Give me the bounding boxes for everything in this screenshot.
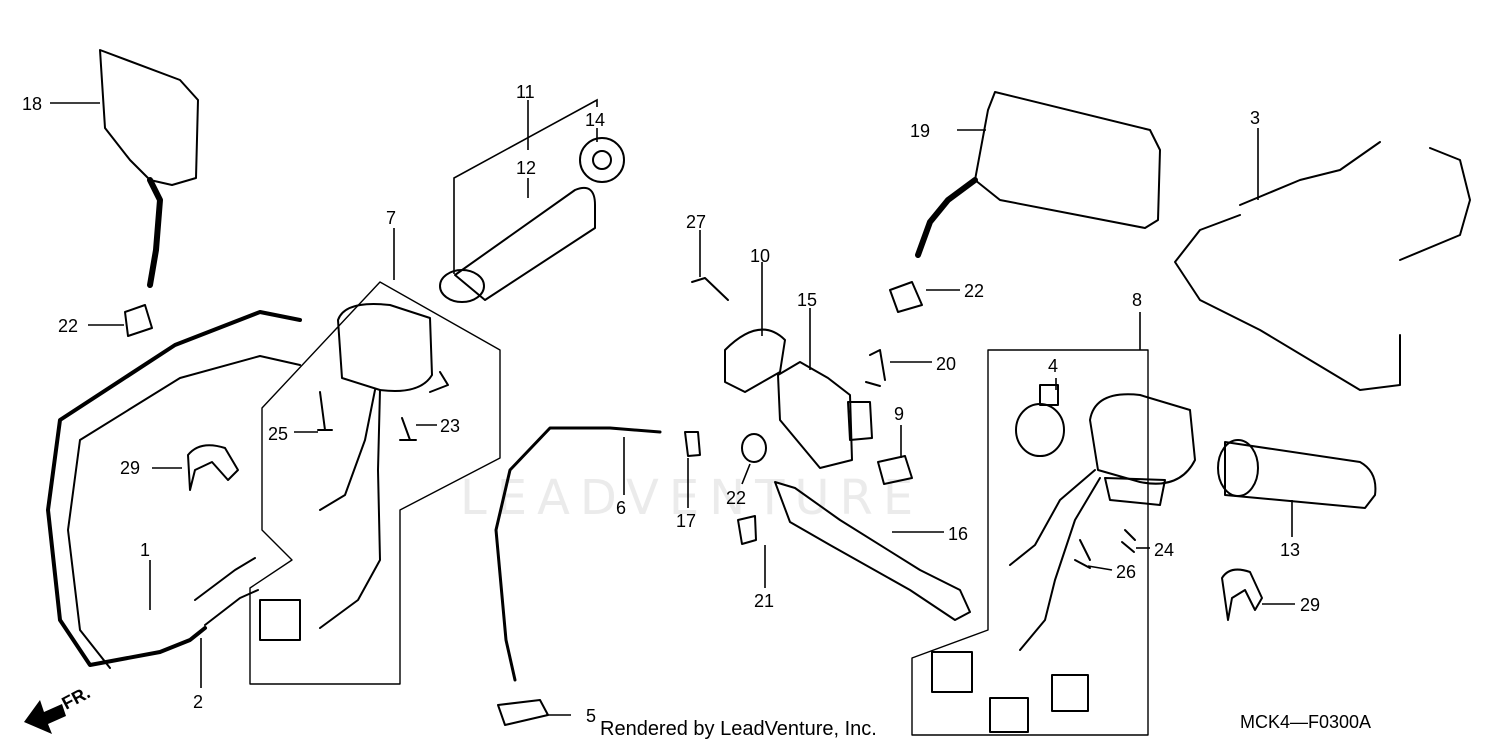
left-mirror xyxy=(99,49,199,288)
right-handlebar-switch xyxy=(1009,393,1196,651)
callout-3: 3 xyxy=(1250,108,1260,128)
cable-grommet xyxy=(497,699,549,726)
callout-21: 21 xyxy=(754,591,774,611)
callout-9: 9 xyxy=(894,404,904,424)
handlebar-holder-clamp xyxy=(724,328,786,393)
callouts: 18 22 1 2 11 12 14 7 23 25 29 6 5 27 10 … xyxy=(22,82,1320,726)
callout-22-right: 22 xyxy=(964,281,984,301)
left-handlebar-switch xyxy=(319,303,449,629)
callout-14: 14 xyxy=(585,110,605,130)
left-connector xyxy=(259,599,301,641)
throttle-cables xyxy=(46,310,302,669)
left-switch-group-bracket xyxy=(249,281,501,685)
watermark: LEADVENTURE xyxy=(460,470,924,526)
callout-20: 20 xyxy=(936,354,956,374)
screw-24 xyxy=(399,417,417,441)
grip-end-cap xyxy=(579,137,625,183)
callout-13: 13 xyxy=(1280,540,1300,560)
callout-4: 4 xyxy=(1048,356,1058,376)
clutch-lever-bracket xyxy=(777,361,853,469)
callout-8: 8 xyxy=(1132,290,1142,310)
screw-26 xyxy=(317,391,333,431)
right-handlebar-grip xyxy=(1217,439,1377,509)
screw-27 xyxy=(1074,539,1091,569)
callout-16: 16 xyxy=(948,524,968,544)
callout-22-left: 22 xyxy=(58,316,78,336)
front-direction-arrow: FR. xyxy=(24,682,93,734)
right-connector-b xyxy=(989,697,1029,733)
right-switch-group-bracket xyxy=(911,349,1149,736)
front-direction-label: FR. xyxy=(58,682,93,713)
callout-12: 12 xyxy=(516,158,536,178)
leader-lines xyxy=(50,98,1295,716)
callout-25: 24 xyxy=(1154,540,1174,560)
callout-17: 17 xyxy=(676,511,696,531)
callout-2: 2 xyxy=(193,692,203,712)
callout-28: 27 xyxy=(686,212,706,232)
callout-1: 1 xyxy=(140,540,150,560)
bolt-28 xyxy=(691,277,729,301)
callout-6: 6 xyxy=(616,498,626,518)
screw-21 xyxy=(737,515,757,545)
switch-knob xyxy=(1015,384,1065,457)
callout-29-right: 29 xyxy=(1300,595,1320,615)
left-bar-end-weight xyxy=(124,304,153,337)
callout-7: 7 xyxy=(386,208,396,228)
callout-24: 23 xyxy=(440,416,460,436)
rendered-by-credit: Rendered by LeadVenture, Inc. xyxy=(600,718,877,740)
callout-5: 5 xyxy=(586,706,596,726)
callout-10: 10 xyxy=(750,246,770,266)
callout-27: 26 xyxy=(1116,562,1136,582)
callout-18: 18 xyxy=(22,94,42,114)
callout-15: 15 xyxy=(797,290,817,310)
callout-23: 22 xyxy=(726,488,746,508)
callout-19: 19 xyxy=(910,121,930,141)
throttle-grip xyxy=(439,186,596,303)
screw-20 xyxy=(865,349,886,387)
clutch-switch xyxy=(877,455,913,485)
clutch-cable xyxy=(494,426,662,682)
clutch-lever xyxy=(774,481,971,621)
choke-cable xyxy=(1174,141,1471,391)
callout-29-left: 29 xyxy=(120,458,140,478)
right-connector-c xyxy=(1051,674,1089,712)
callout-26: 25 xyxy=(268,424,288,444)
right-bar-end-weight xyxy=(889,281,923,313)
right-wire-clamp xyxy=(1221,568,1263,621)
screw-25 xyxy=(1121,529,1136,553)
right-connector-a xyxy=(931,651,973,693)
adjuster-23 xyxy=(741,433,767,463)
left-wire-clamp xyxy=(187,444,239,491)
callout-11: 11 xyxy=(516,82,535,102)
bracket-boss xyxy=(847,401,873,441)
bolt-17 xyxy=(684,431,701,457)
diagram-code: MCK4—F0300A xyxy=(1240,712,1372,732)
right-mirror xyxy=(915,91,1161,258)
